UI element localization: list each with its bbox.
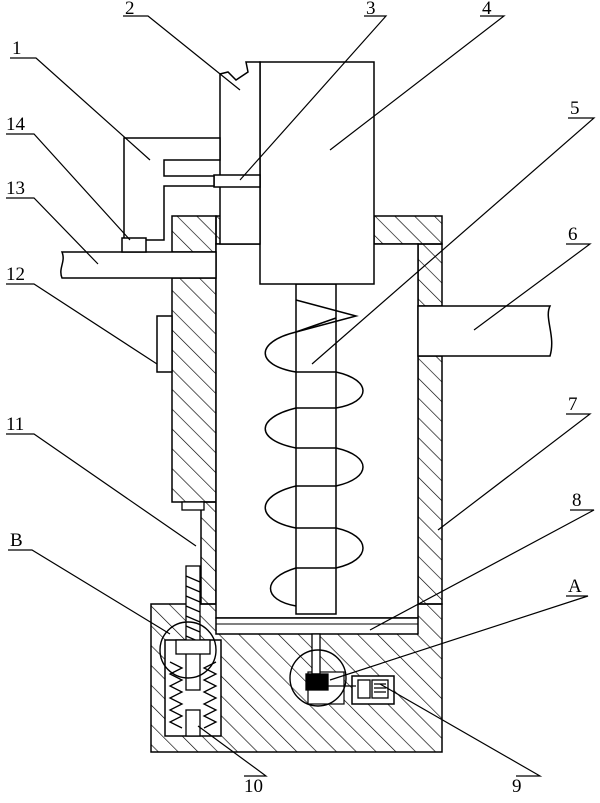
screw-shaft	[295, 283, 337, 615]
leader-5	[311, 117, 596, 365]
drive-shaft	[311, 633, 321, 675]
label-1: 1	[12, 38, 22, 59]
gear-drive	[305, 633, 389, 699]
detail-circle-b	[159, 621, 217, 679]
leader-3	[239, 15, 388, 181]
label-5: 5	[570, 98, 580, 119]
label-12: 12	[6, 264, 25, 285]
screw-conveyor	[264, 283, 364, 615]
motor-9-left	[357, 679, 371, 699]
callout-labels: 1 2 3 4 5 6 7 8 9 10 11 12 13 14 A B	[6, 0, 582, 797]
leader-lines	[6, 15, 596, 777]
lifting-rod	[168, 501, 218, 737]
left-wall-upper	[171, 277, 217, 503]
detail-circle-a	[289, 649, 347, 707]
leader-8	[369, 509, 595, 631]
vertical-pipe	[213, 61, 261, 245]
leader-b	[8, 549, 171, 635]
pipe-13	[60, 251, 217, 279]
right-wall-lower	[417, 355, 443, 605]
motor-4	[259, 61, 375, 285]
left-channel-wall	[200, 501, 217, 605]
leader-10	[197, 725, 268, 777]
label-8: 8	[572, 490, 582, 511]
side-plate-12	[156, 315, 173, 373]
label-11: 11	[6, 414, 24, 435]
leader-6	[473, 243, 592, 331]
label-14: 14	[6, 114, 26, 135]
valve-14	[121, 237, 147, 253]
label-b: B	[10, 530, 23, 551]
leader-11	[6, 433, 197, 547]
gear-block	[305, 673, 329, 691]
label-10: 10	[244, 776, 263, 797]
helix-turn-1	[295, 299, 359, 333]
label-2: 2	[125, 0, 135, 19]
top-wall-right	[373, 215, 443, 245]
motor-9-right	[371, 679, 389, 699]
leader-4	[329, 15, 506, 151]
leader-12	[6, 283, 158, 365]
spring-seat	[175, 639, 211, 655]
label-4: 4	[482, 0, 492, 19]
leader-1	[10, 57, 151, 161]
pipe-2	[219, 61, 261, 245]
rod-11	[185, 565, 201, 691]
spring-10-base	[185, 709, 201, 737]
label-7: 7	[568, 394, 578, 415]
outlet-pipe-6	[417, 305, 553, 357]
left-wall-top	[171, 215, 217, 253]
leader-a	[329, 595, 589, 681]
label-9: 9	[512, 776, 522, 797]
pipe-bracket	[123, 137, 221, 241]
leader-14	[6, 133, 131, 241]
label-6: 6	[568, 224, 578, 245]
label-3: 3	[366, 0, 376, 19]
leader-2	[123, 15, 241, 91]
label-a: A	[568, 576, 582, 597]
leader-7	[437, 413, 592, 531]
label-13: 13	[6, 178, 25, 199]
inlet-pipe	[60, 251, 217, 279]
leader-9	[379, 683, 543, 777]
coupling-3	[213, 174, 261, 188]
leader-13	[6, 197, 99, 265]
rod-cap	[181, 501, 205, 511]
spring-right	[202, 661, 218, 729]
bracket-1	[123, 137, 221, 241]
